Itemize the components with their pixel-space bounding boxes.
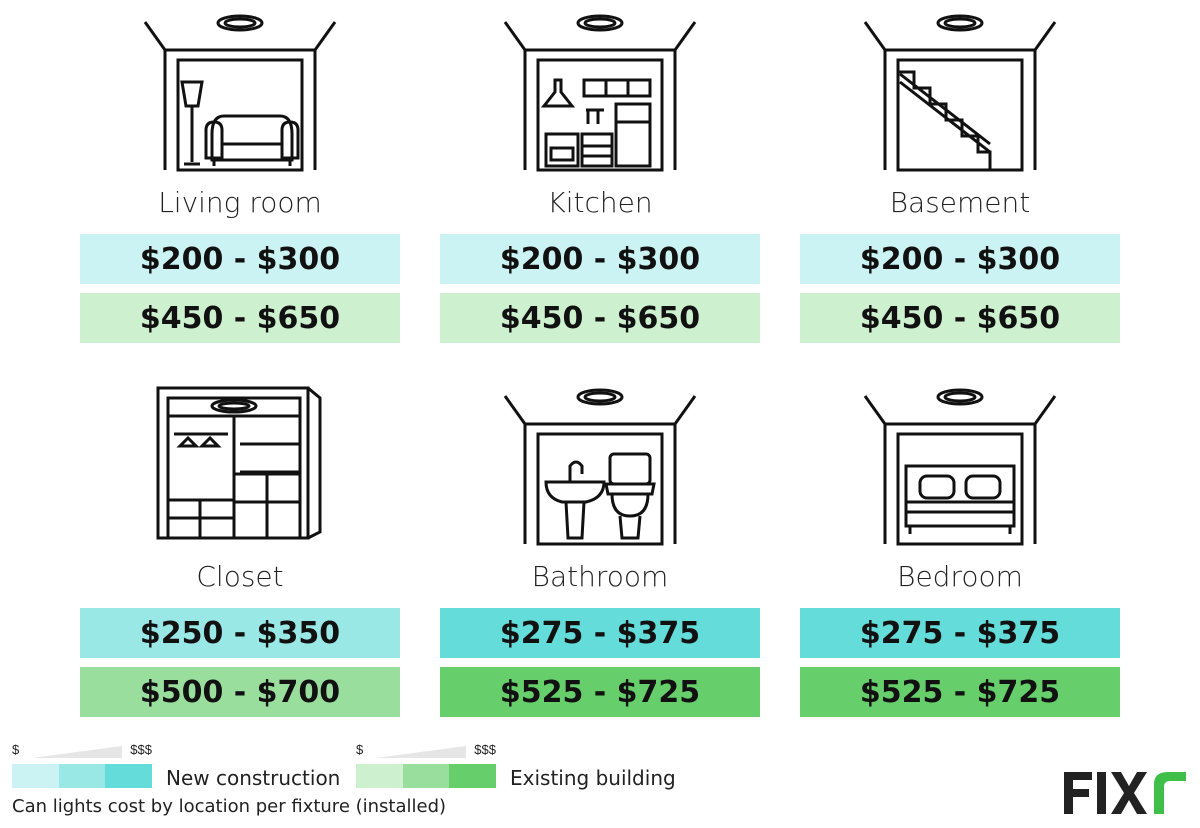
legend-low-label: $ — [356, 742, 364, 757]
legend-high-label: $$$ — [474, 742, 496, 757]
kitchen-icon — [503, 14, 697, 172]
room-label: Closet — [196, 560, 284, 593]
room-label: Bedroom — [897, 560, 1023, 593]
legend-swatch — [58, 764, 106, 788]
living-room-icon — [143, 14, 337, 172]
legend-swatch — [105, 764, 153, 788]
legend-scale: $ $$$ — [356, 742, 496, 758]
legend-scale: $ $$$ — [12, 742, 152, 758]
legend-swatches — [12, 764, 153, 788]
fixr-logo — [1064, 772, 1186, 814]
new-construction-price: $275 - $375 — [800, 608, 1120, 658]
bedroom-icon — [863, 388, 1057, 546]
legend-existing-building: $ $$$ Existing building — [356, 742, 696, 790]
room-label: Bathroom — [531, 560, 669, 593]
room-label: Kitchen — [547, 186, 653, 219]
price-ramp-icon — [32, 746, 122, 758]
closet-icon — [156, 386, 322, 540]
new-construction-price: $200 - $300 — [80, 234, 400, 284]
new-construction-price: $250 - $350 — [80, 608, 400, 658]
legend-swatch — [402, 764, 450, 788]
room-label: Basement — [889, 186, 1031, 219]
legend-low-label: $ — [12, 742, 20, 757]
room-label: Living room — [158, 186, 322, 219]
legend-swatch — [449, 764, 497, 788]
basement-icon — [863, 14, 1057, 172]
existing-building-price: $500 - $700 — [80, 667, 400, 717]
price-ramp-icon — [376, 746, 466, 758]
existing-building-price: $450 - $650 — [440, 293, 760, 343]
legend-new-construction-label: New construction — [166, 766, 341, 790]
new-construction-price: $200 - $300 — [800, 234, 1120, 284]
existing-building-price: $450 - $650 — [800, 293, 1120, 343]
existing-building-price: $525 - $725 — [440, 667, 760, 717]
legend-new-construction: $ $$$ New construction — [12, 742, 352, 790]
existing-building-price: $450 - $650 — [80, 293, 400, 343]
legend-swatches — [356, 764, 497, 788]
legend-swatch — [12, 764, 59, 788]
new-construction-price: $275 - $375 — [440, 608, 760, 658]
new-construction-price: $200 - $300 — [440, 234, 760, 284]
legend-swatch — [356, 764, 403, 788]
caption: Can lights cost by location per fixture … — [12, 796, 447, 817]
bathroom-icon — [503, 388, 697, 546]
legend-existing-building-label: Existing building — [510, 766, 676, 790]
existing-building-price: $525 - $725 — [800, 667, 1120, 717]
legend-high-label: $$$ — [130, 742, 152, 757]
